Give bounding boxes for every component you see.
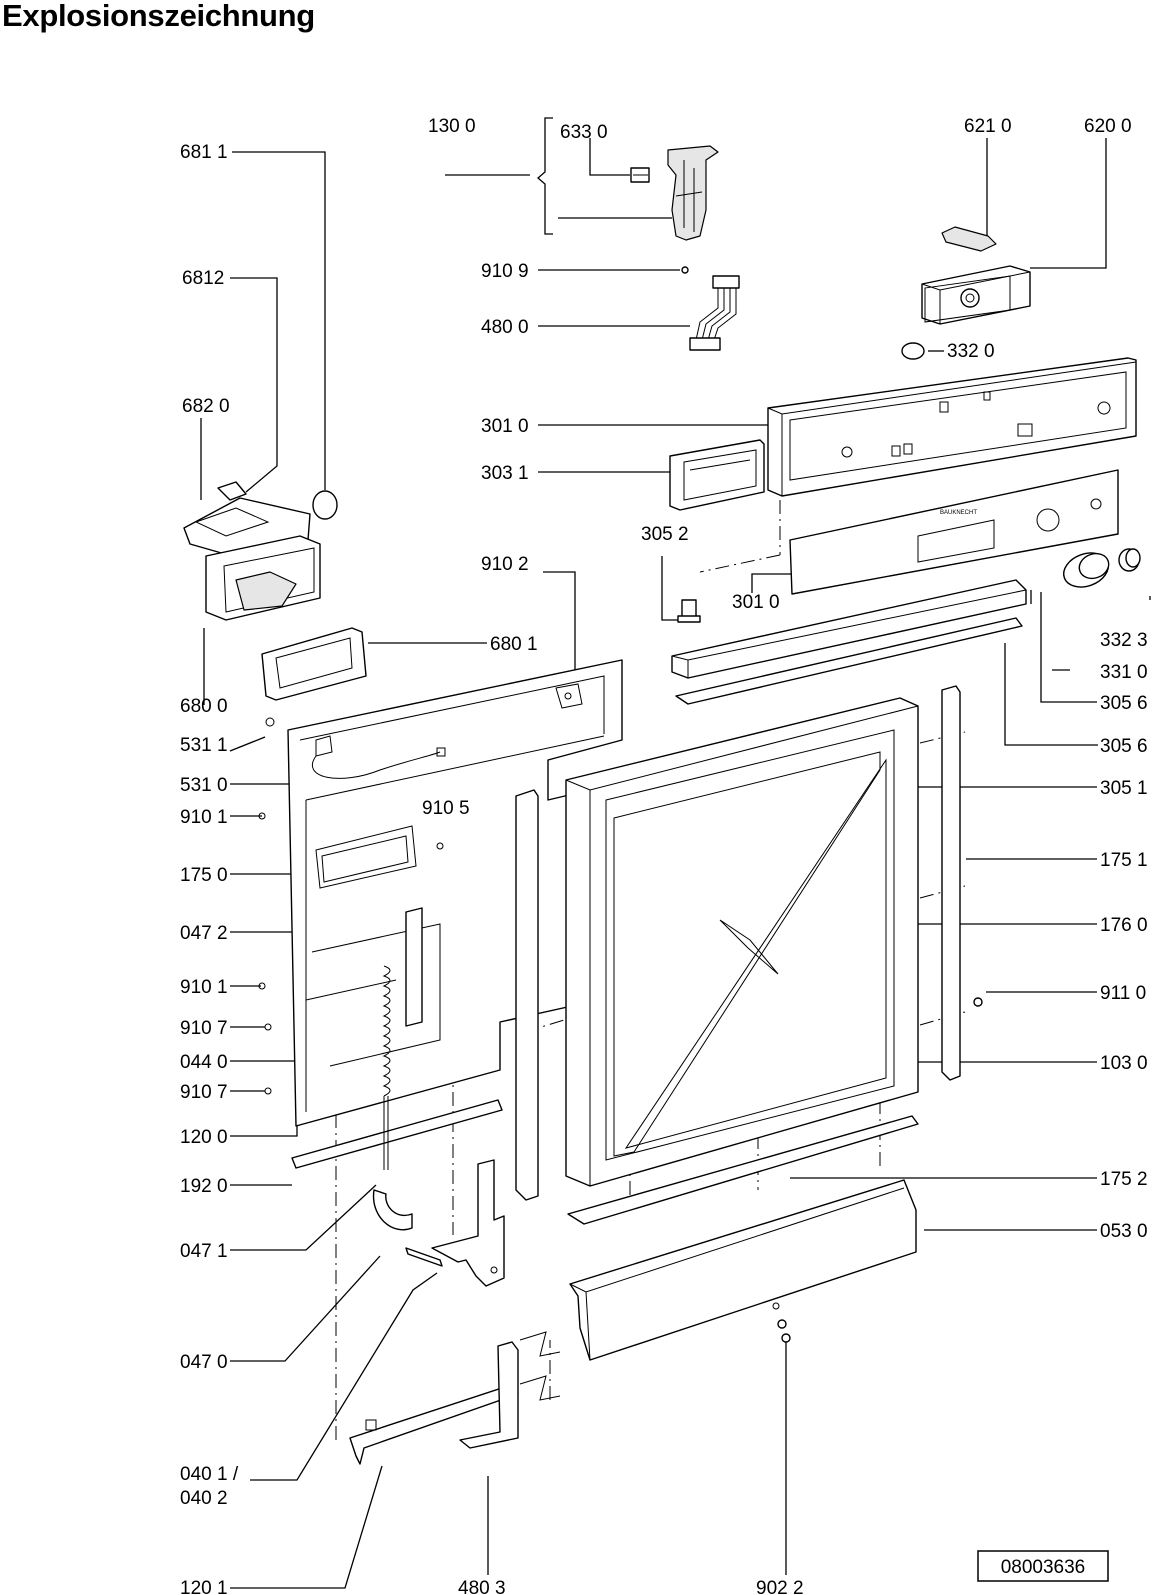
label-5310: 531 0: [180, 775, 228, 796]
clip-3052: [677, 599, 701, 623]
latch-6812: [217, 481, 247, 501]
cap-6811: [312, 490, 338, 520]
label-0470: 047 0: [180, 1352, 228, 1373]
label-0440: 044 0: [180, 1052, 228, 1073]
label-3320: 332 0: [947, 341, 995, 362]
kick-plate-0530: [569, 1179, 917, 1361]
label-6820: 682 0: [182, 396, 230, 417]
knob-3310: [1063, 552, 1110, 588]
door-frame-3051: [565, 697, 919, 1187]
document-number: 08003636: [1001, 1557, 1086, 1578]
label-1750: 175 0: [180, 865, 228, 886]
label-1030: 103 0: [1100, 1053, 1148, 1074]
control-panel-3010: [767, 275, 1137, 497]
label-0471: 047 1: [180, 1241, 228, 1262]
label-1300: 130 0: [428, 116, 476, 137]
label-1920: 192 0: [180, 1176, 228, 1197]
label-4800: 480 0: [481, 317, 529, 338]
label-3010-front: 301 0: [732, 592, 780, 613]
label-1200: 120 0: [180, 1127, 228, 1148]
label-3031: 303 1: [481, 463, 529, 484]
label-6800: 680 0: [180, 696, 228, 717]
label-1752: 175 2: [1100, 1169, 1148, 1190]
front-panel-3010: BAUKNECHT: [789, 469, 1119, 595]
handle-3031: [669, 439, 765, 511]
screw-9109: [681, 266, 689, 274]
label-3056-upper: 305 6: [1100, 693, 1148, 714]
screw-9022: [777, 1319, 791, 1343]
label-3310: 331 0: [1100, 662, 1148, 683]
label-9101-upper: 910 1: [180, 807, 228, 828]
label-9105: 910 5: [422, 798, 470, 819]
label-6812: 6812: [182, 268, 224, 289]
page-title: Explosionszeichnung: [2, 0, 315, 33]
screw-9110: [973, 997, 983, 1007]
door-lock-part: [630, 145, 719, 241]
spring-0440: [382, 965, 391, 1170]
cable-harness-4800: [689, 275, 740, 351]
label-9109: 910 9: [481, 261, 529, 282]
label-0472: 047 2: [180, 923, 228, 944]
strip-3056-lower: [675, 617, 1023, 705]
label-9107-lower: 910 7: [180, 1082, 228, 1103]
leader-lines: [200, 117, 1151, 1589]
label-9101-lower: 910 1: [180, 977, 228, 998]
label-1751: 175 1: [1100, 850, 1148, 871]
label-6200: 620 0: [1084, 116, 1132, 137]
label-6210: 621 0: [964, 116, 1012, 137]
label-0530: 053 0: [1100, 1221, 1148, 1242]
label-6801: 680 1: [490, 634, 538, 655]
label-4803: 480 3: [458, 1578, 506, 1595]
l-bracket-4803: [459, 1341, 519, 1449]
label-5311: 531 1: [180, 735, 228, 756]
side-strip-1750: [515, 789, 539, 1201]
lower-bracket-1201: [349, 1383, 519, 1465]
dispenser-6800: [205, 535, 321, 621]
label-6330: 633 0: [560, 122, 608, 143]
break-mark: [519, 1331, 561, 1401]
label-3323: 332 3: [1100, 630, 1148, 651]
electronic-module-6200: [921, 265, 1031, 325]
hinge-bracket-0470: [372, 1189, 443, 1267]
label-3051: 305 1: [1100, 778, 1148, 799]
label-1760: 176 0: [1100, 915, 1148, 936]
knob-3320: [901, 342, 925, 360]
label-3052: 305 2: [641, 524, 689, 545]
label-1201: 120 1: [180, 1578, 228, 1595]
label-9107-upper: 910 7: [180, 1018, 228, 1039]
sensor-6210: [941, 226, 997, 252]
seal-6801: [261, 627, 367, 701]
document-number-box: 08003636: [977, 1550, 1109, 1582]
svg-text:BAUKNECHT: BAUKNECHT: [940, 510, 977, 516]
part-number-labels: 681 1 130 0 633 0 621 0 620 0 6812 910 9…: [180, 116, 1148, 1595]
hinge-plate-0401: [431, 1159, 505, 1287]
label-0402: 040 2: [180, 1488, 228, 1509]
label-3010-panel: 301 0: [481, 416, 529, 437]
rail-1920: [291, 1099, 503, 1169]
label-9102: 910 2: [481, 554, 529, 575]
bottom-strip-1752: [567, 1115, 919, 1225]
side-strip-1751: [941, 685, 961, 1081]
label-3056-lower: 305 6: [1100, 736, 1148, 757]
label-0401: 040 1 /: [180, 1464, 239, 1485]
label-6811: 681 1: [180, 142, 228, 163]
strip-3056-upper: [671, 579, 1027, 679]
knob-3323: [1118, 548, 1141, 572]
label-9022: 902 2: [756, 1578, 804, 1595]
label-9110: 911 0: [1100, 983, 1146, 1004]
